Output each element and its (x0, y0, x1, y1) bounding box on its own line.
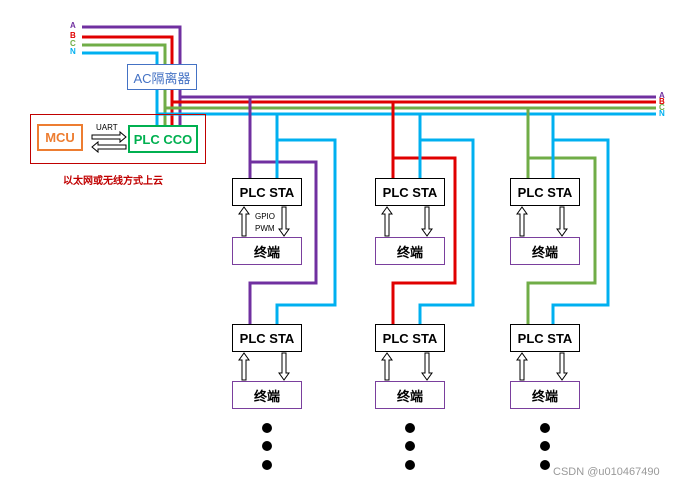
gateway-frame (30, 114, 206, 164)
watermark: CSDN @u010467490 (553, 466, 660, 478)
pwm-label: PWM (255, 224, 275, 233)
ellipsis-dot-c3-3 (540, 460, 550, 470)
ellipsis-dot-c1-1 (262, 423, 272, 433)
bus-label-b: B (659, 97, 665, 106)
plc-sta-box-c1-r2: PLC STA (232, 324, 302, 352)
terminal-box-c3-r1: 终端 (510, 237, 580, 265)
bus-label-n: N (659, 109, 665, 118)
uart-arrows (91, 130, 127, 154)
up-arrow-c1-r2 (238, 352, 250, 381)
up-arrow-c3-r1 (516, 206, 528, 237)
ellipsis-dot-c3-2 (540, 441, 550, 451)
io-arrows (238, 206, 568, 381)
ellipsis-dot-c2-2 (405, 441, 415, 451)
up-arrow-c1-r1 (238, 206, 250, 237)
plc-sta-box-c3-r2: PLC STA (510, 324, 580, 352)
phase-label-b: B (70, 31, 76, 40)
ac-isolator: AC隔离器 (127, 64, 197, 90)
ellipsis-dot-c3-1 (540, 423, 550, 433)
cloud-caption: 以太网或无线方式上云 (63, 176, 163, 187)
column-1-lines (248, 97, 337, 324)
plc-sta-box-c2-r1: PLC STA (375, 178, 445, 206)
down-arrow-c3-r1 (556, 206, 568, 237)
phase-label-c: C (70, 39, 76, 48)
terminal-box-c2-r1: 终端 (375, 237, 445, 265)
terminal-box-c1-r2: 终端 (232, 381, 302, 409)
down-arrow-c1-r2 (278, 352, 290, 381)
up-arrow-c2-r1 (381, 206, 393, 237)
phase-label-a: A (70, 21, 76, 30)
plc-sta-box-c2-r2: PLC STA (375, 324, 445, 352)
terminal-box-c3-r2: 终端 (510, 381, 580, 409)
column-2-lines (391, 102, 475, 324)
phase-label-n: N (70, 47, 76, 56)
up-arrow-c2-r2 (381, 352, 393, 381)
uart-label: UART (96, 123, 118, 132)
ellipsis-dot-c2-1 (405, 423, 415, 433)
up-arrow-c3-r2 (516, 352, 528, 381)
column-3-lines (526, 108, 610, 324)
ellipsis-dot-c2-3 (405, 460, 415, 470)
terminal-box-c2-r2: 终端 (375, 381, 445, 409)
bus-label-c: C (659, 103, 665, 112)
bus-label-a: A (659, 91, 665, 100)
ellipsis-dot-c1-3 (262, 460, 272, 470)
terminal-box-c1-r1: 终端 (232, 237, 302, 265)
down-arrow-c1-r1 (278, 206, 290, 237)
plc-cco-box: PLC CCO (128, 125, 198, 153)
mcu-box: MCU (37, 124, 83, 151)
down-arrow-c3-r2 (556, 352, 568, 381)
plc-sta-box-c1-r1: PLC STA (232, 178, 302, 206)
bus-lines (157, 95, 656, 116)
down-arrow-c2-r1 (421, 206, 433, 237)
plc-sta-box-c3-r1: PLC STA (510, 178, 580, 206)
down-arrow-c2-r2 (421, 352, 433, 381)
ellipsis-dot-c1-2 (262, 441, 272, 451)
gpio-label: GPIO (255, 212, 276, 221)
